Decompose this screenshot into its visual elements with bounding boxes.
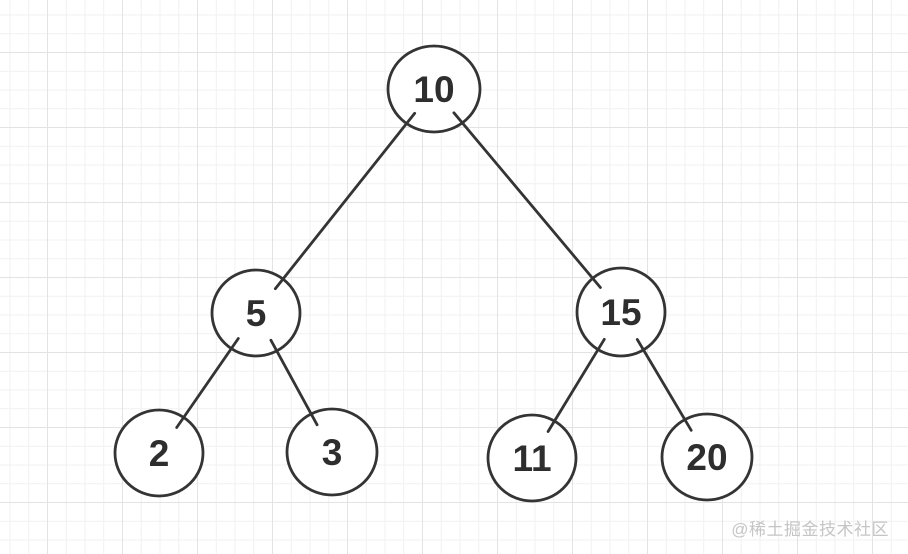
node-label-15: 15	[600, 292, 641, 333]
node-label-5: 5	[246, 293, 267, 334]
tree-node-15	[575, 266, 667, 358]
node-label-2: 2	[149, 433, 170, 474]
tree-node-5	[210, 268, 302, 358]
node-label-11: 11	[512, 438, 551, 479]
node-circle	[575, 266, 667, 358]
node-circle	[660, 412, 754, 502]
node-label-20: 20	[686, 437, 727, 478]
node-label-3: 3	[322, 432, 343, 473]
node-circle	[486, 413, 578, 503]
node-label-10: 10	[413, 69, 454, 110]
tree-edge-5-3	[269, 338, 319, 427]
tree-edge-15-20	[635, 338, 693, 432]
tree-edge-5-2	[175, 337, 240, 429]
tree-edge-10-5	[273, 111, 417, 291]
node-circle	[210, 268, 302, 358]
tree-node-2	[113, 408, 205, 498]
tree-node-10	[386, 44, 482, 134]
tree-node-3	[285, 407, 379, 497]
node-circle	[113, 408, 205, 498]
tree-node-11	[486, 413, 578, 503]
tree-edge-15-11	[546, 337, 606, 433]
node-circle	[386, 44, 482, 134]
watermark-text: @稀土掘金技术社区	[731, 520, 889, 539]
tree-node-20	[660, 412, 754, 502]
tree-edge-10-15	[452, 111, 602, 289]
node-circle	[285, 407, 379, 497]
